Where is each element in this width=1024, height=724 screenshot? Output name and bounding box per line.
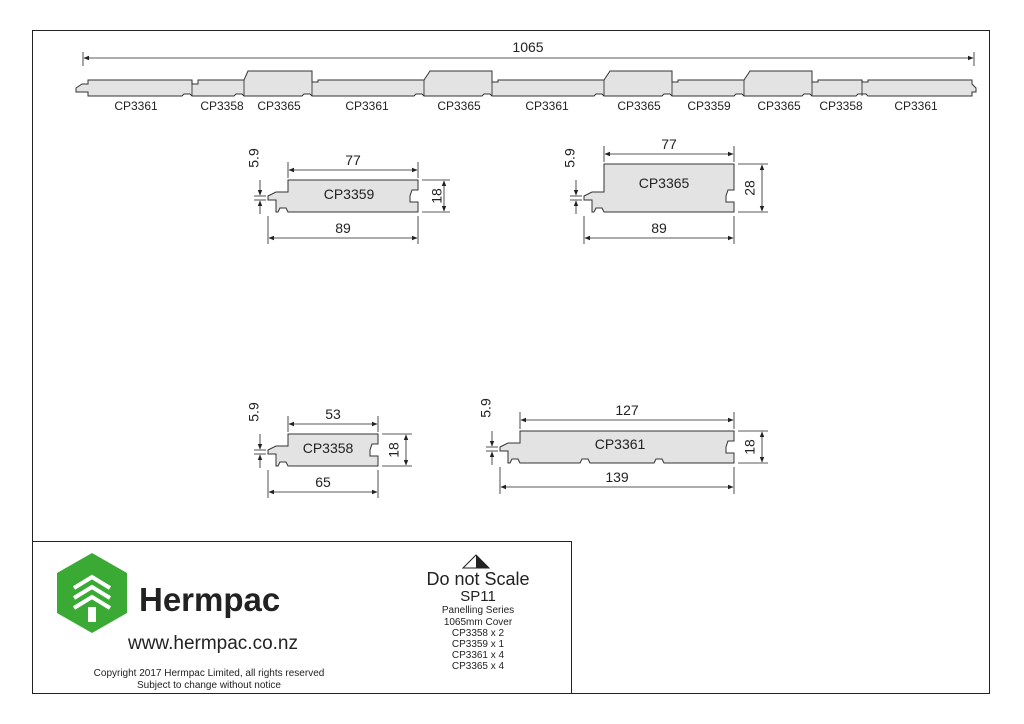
strip-label: CP3365 (437, 99, 481, 113)
cp3358-thickness-label: 18 (386, 442, 402, 458)
cp3361-section (499, 430, 735, 464)
logo-hexagon-icon (57, 553, 127, 633)
cp3361-label: CP3361 (595, 436, 646, 452)
strip-label: CP3358 (200, 99, 244, 113)
cp3361-cover-label: 127 (615, 402, 639, 418)
profile-cp3365: CP3365 77 89 28 5.9 (562, 136, 768, 244)
title-block: Hermpac www.hermpac.co.nz Copyright 2017… (32, 541, 572, 694)
logo-chevron-icon (72, 574, 112, 590)
cp3359-cover-label: 77 (345, 152, 361, 168)
cp3358-cover-label: 53 (325, 406, 341, 422)
strip-label: CP3359 (687, 99, 731, 113)
logo-chevron-icon (72, 594, 112, 610)
parts-list-item: CP3365 x 4 (452, 661, 505, 672)
notice-text: Subject to change without notice (137, 680, 281, 691)
strip-label: CP3365 (257, 99, 301, 113)
cp3359-section (267, 179, 419, 213)
parts-list-item: CP3361 x 4 (452, 650, 505, 661)
overall-dimension-label: 1065 (512, 39, 543, 55)
cp3365-width-label: 89 (651, 220, 667, 236)
cp3358-width-label: 65 (315, 474, 331, 490)
website-url: www.hermpac.co.nz (127, 633, 298, 654)
profile-cp3361: CP3361 127 139 18 5.9 (478, 398, 768, 494)
cp3365-cover-label: 77 (661, 136, 677, 152)
strip-label: CP3361 (525, 99, 569, 113)
cover-width: 1065mm Cover (444, 617, 513, 628)
scale-note: Do not Scale (426, 569, 529, 589)
cp3365-label: CP3365 (639, 175, 690, 191)
cp3358-tongue-label: 5.9 (246, 402, 262, 422)
assembly-boards (75, 70, 977, 97)
cp3361-thickness-label: 18 (742, 439, 758, 455)
strip-label: CP3358 (819, 99, 863, 113)
cp3359-thickness-label: 18 (429, 188, 445, 204)
strip-label: CP3361 (345, 99, 389, 113)
strip-label: CP3365 (757, 99, 801, 113)
cp3365-section (583, 163, 735, 213)
logo-chevron-icon (72, 584, 112, 600)
assembly-strip: 1065 CP3361 CP3358 CP3365 CP3361 CP3365 … (75, 39, 977, 113)
cp3359-label: CP3359 (324, 186, 375, 202)
strip-label: CP3365 (617, 99, 661, 113)
cp3358-section (267, 433, 379, 467)
logo-post-icon (88, 607, 96, 622)
cp3358-label: CP3358 (303, 440, 354, 456)
strip-label: CP3361 (114, 99, 158, 113)
cp3359-width-label: 89 (335, 220, 351, 236)
parts-list-item: CP3358 x 2 (452, 628, 505, 639)
profile-cp3359: CP3359 77 89 18 5.9 (246, 148, 450, 244)
cp3359-tongue-label: 5.9 (246, 148, 262, 168)
series-name: Panelling Series (442, 605, 514, 616)
cp3361-width-label: 139 (605, 469, 629, 485)
cp3365-thickness-label: 28 (742, 180, 758, 196)
copyright-text: Copyright 2017 Hermpac Limited, all righ… (94, 668, 325, 679)
cp3361-tongue-label: 5.9 (478, 398, 494, 418)
hermpac-logo (57, 553, 127, 633)
brand-name: Hermpac (139, 581, 280, 618)
scale-triangle-icon (461, 554, 491, 569)
profile-cp3358: CP3358 53 65 18 5.9 (246, 402, 412, 498)
strip-label: CP3361 (894, 99, 938, 113)
drawing-code: SP11 (460, 588, 496, 605)
cp3365-tongue-label: 5.9 (562, 148, 578, 168)
title-block-border (32, 541, 572, 694)
parts-list-item: CP3359 x 1 (452, 639, 505, 650)
